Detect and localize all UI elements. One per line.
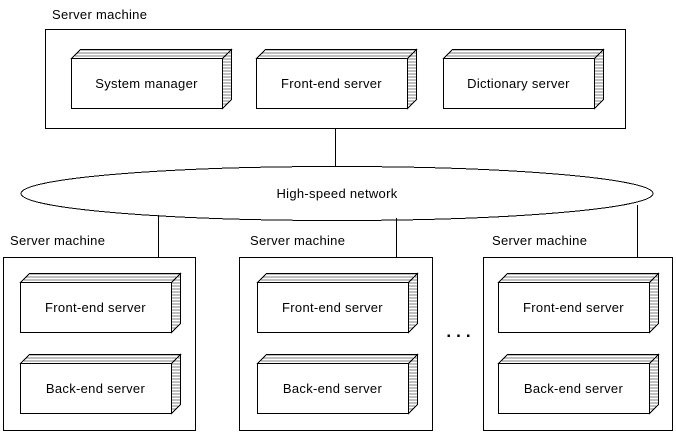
high-speed-network-label: High-speed network [276, 186, 398, 201]
back-end-server-2-label: Back-end server [282, 380, 383, 396]
front-end-server-3-label: Front-end server [523, 299, 624, 315]
front-end-server-2-label: Front-end server [282, 299, 383, 315]
front-end-server-top-label: Front-end server [281, 75, 382, 91]
ellipsis-dots: ... [446, 322, 476, 341]
bottom-machine-frame-3 [483, 257, 673, 431]
bottom-machine-3-label: Server machine [492, 233, 588, 248]
back-end-server-1-label: Back-end server [45, 380, 146, 396]
back-end-server-3-label: Back-end server [523, 380, 624, 396]
system-manager-label: System manager [95, 75, 198, 91]
bottom-machine-2-label: Server machine [250, 233, 346, 248]
high-speed-network-ellipse [20, 166, 654, 221]
dictionary-server-label: Dictionary server [467, 75, 570, 91]
bottom-machine-frame-2 [239, 257, 433, 431]
front-end-server-1-label: Front-end server [45, 299, 146, 315]
bottom-machine-frame-1 [3, 257, 196, 431]
bottom-machine-1-label: Server machine [10, 233, 106, 248]
top-machine-label: Server machine [52, 7, 148, 22]
